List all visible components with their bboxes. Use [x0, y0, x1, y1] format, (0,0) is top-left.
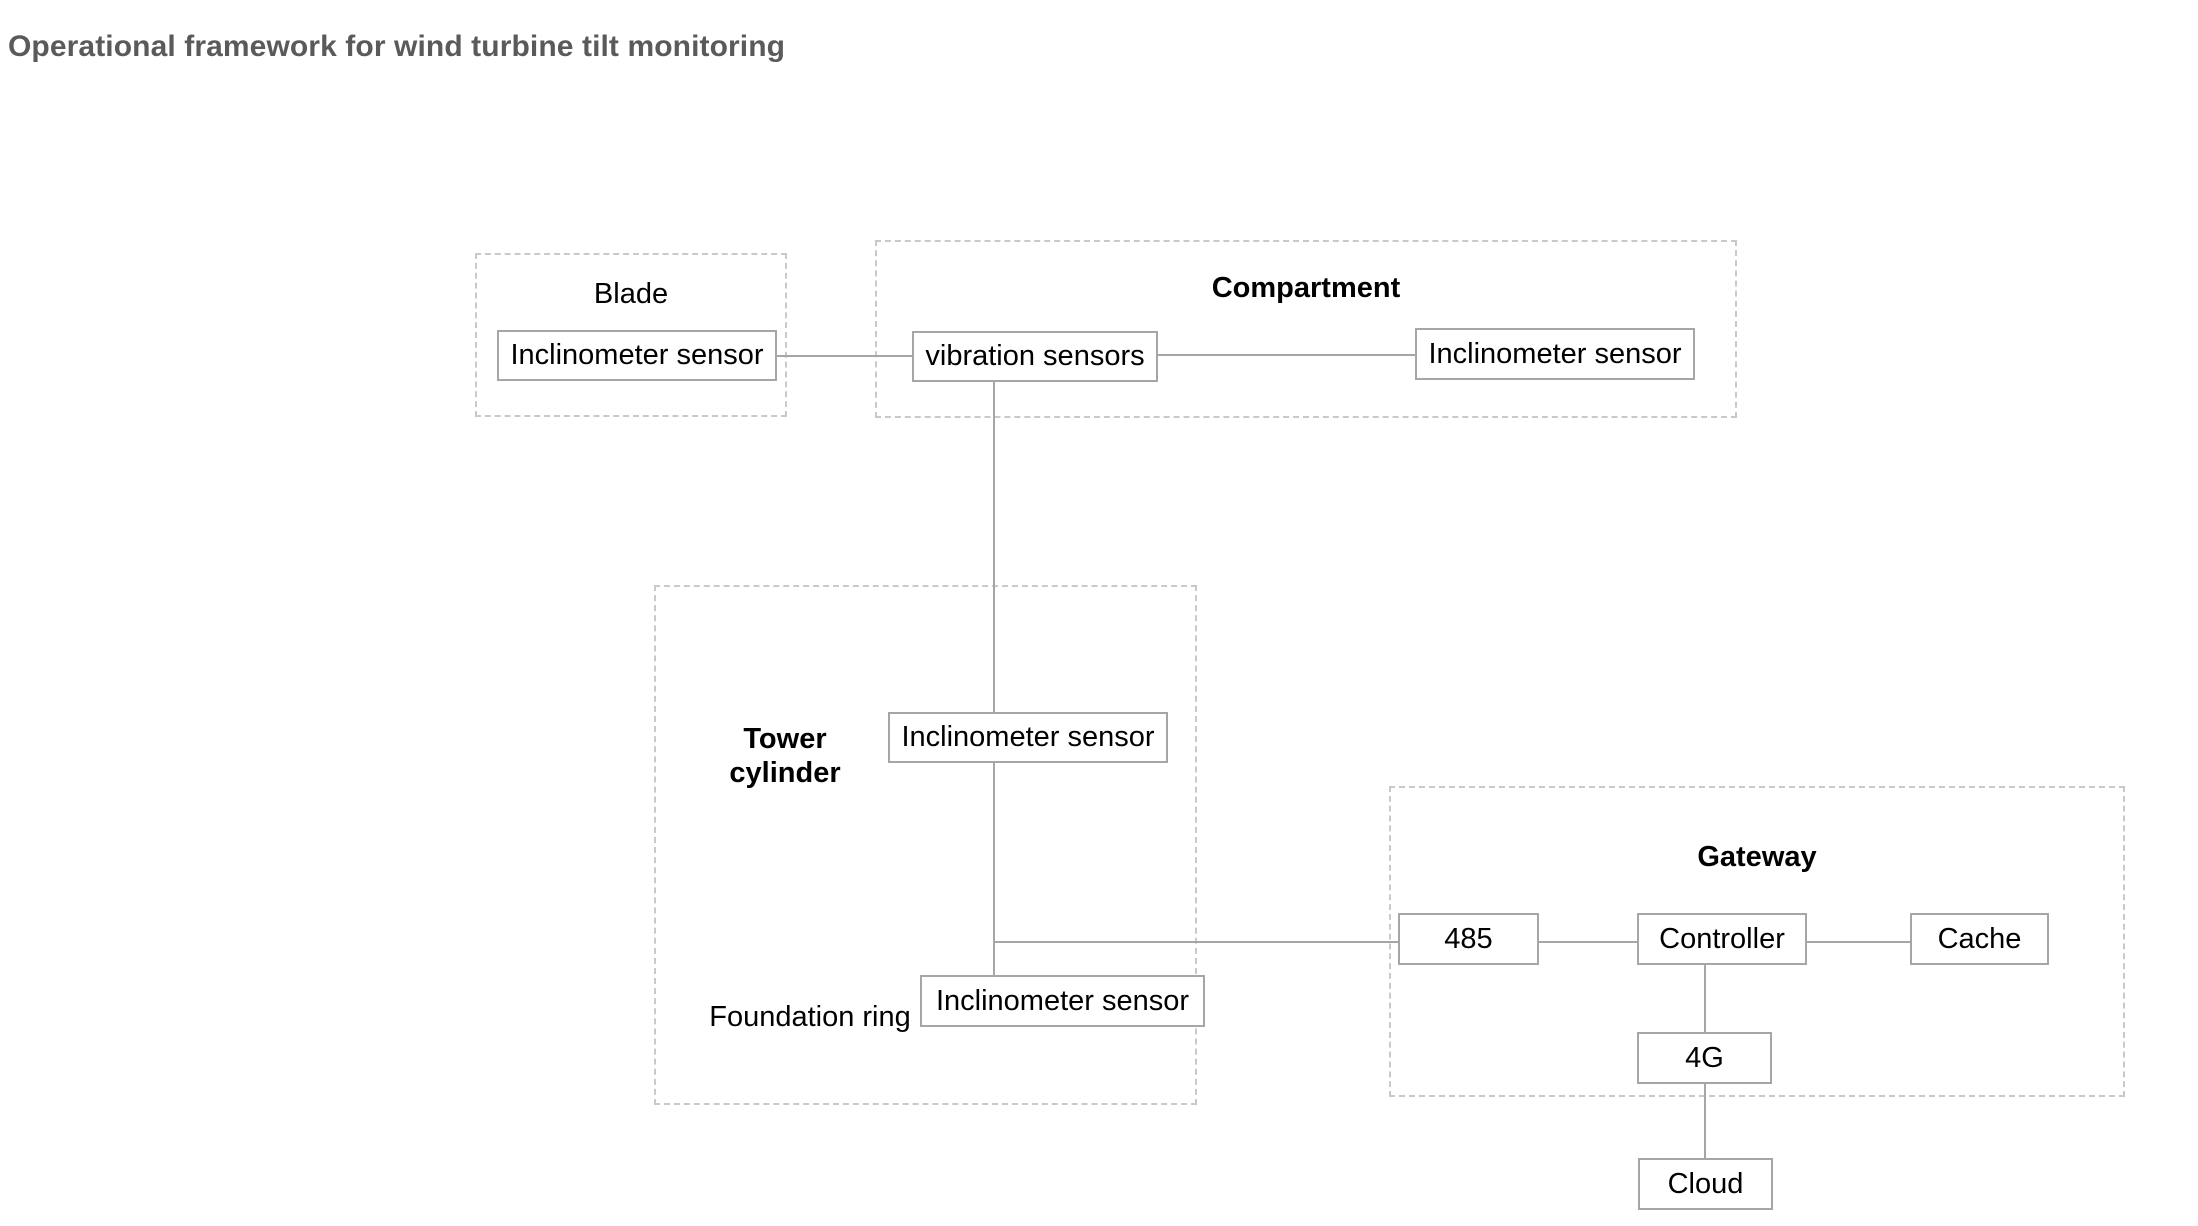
- node-vibration-sensors[interactable]: vibration sensors: [912, 331, 1158, 382]
- group-tower-cylinder-label: Tower cylinder: [690, 722, 880, 790]
- connector-blade-to-vibration: [777, 355, 912, 357]
- node-foundation-inclinometer-sensor[interactable]: Inclinometer sensor: [920, 975, 1205, 1027]
- group-tower-cylinder-label-line2: cylinder: [729, 757, 841, 790]
- node-tower-inclinometer-sensor[interactable]: Inclinometer sensor: [888, 712, 1168, 763]
- connector-controller-to-cache: [1807, 941, 1910, 943]
- page-title: Operational framework for wind turbine t…: [8, 30, 786, 63]
- node-cloud[interactable]: Cloud: [1638, 1158, 1773, 1210]
- node-controller[interactable]: Controller: [1637, 913, 1807, 965]
- group-blade: [475, 253, 787, 417]
- node-blade-inclinometer-sensor[interactable]: Inclinometer sensor: [497, 330, 777, 381]
- node-cache[interactable]: Cache: [1910, 913, 2049, 965]
- group-tower-cylinder-label-line1: Tower: [743, 723, 827, 755]
- node-4g[interactable]: 4G: [1637, 1032, 1772, 1084]
- foundation-ring-label: Foundation ring: [709, 1001, 911, 1033]
- connector-tower-to-foundation-inclinometer: [993, 763, 995, 975]
- group-compartment-label: Compartment: [1211, 272, 1401, 304]
- node-485[interactable]: 485: [1398, 913, 1539, 965]
- connector-controller-to-4g: [1704, 965, 1706, 1032]
- connector-485-to-controller: [1539, 941, 1637, 943]
- node-compartment-inclinometer-sensor[interactable]: Inclinometer sensor: [1415, 328, 1695, 380]
- connector-vibration-to-compartment-inclinometer: [1158, 354, 1415, 356]
- connector-vibration-to-tower-inclinometer: [993, 382, 995, 712]
- group-blade-label: Blade: [593, 278, 669, 310]
- group-gateway-label: Gateway: [1697, 841, 1817, 873]
- connector-foundation-to-485: [993, 941, 1398, 943]
- group-compartment: [875, 240, 1737, 418]
- group-tower-cylinder: [654, 585, 1197, 1105]
- connector-4g-to-cloud: [1704, 1084, 1706, 1158]
